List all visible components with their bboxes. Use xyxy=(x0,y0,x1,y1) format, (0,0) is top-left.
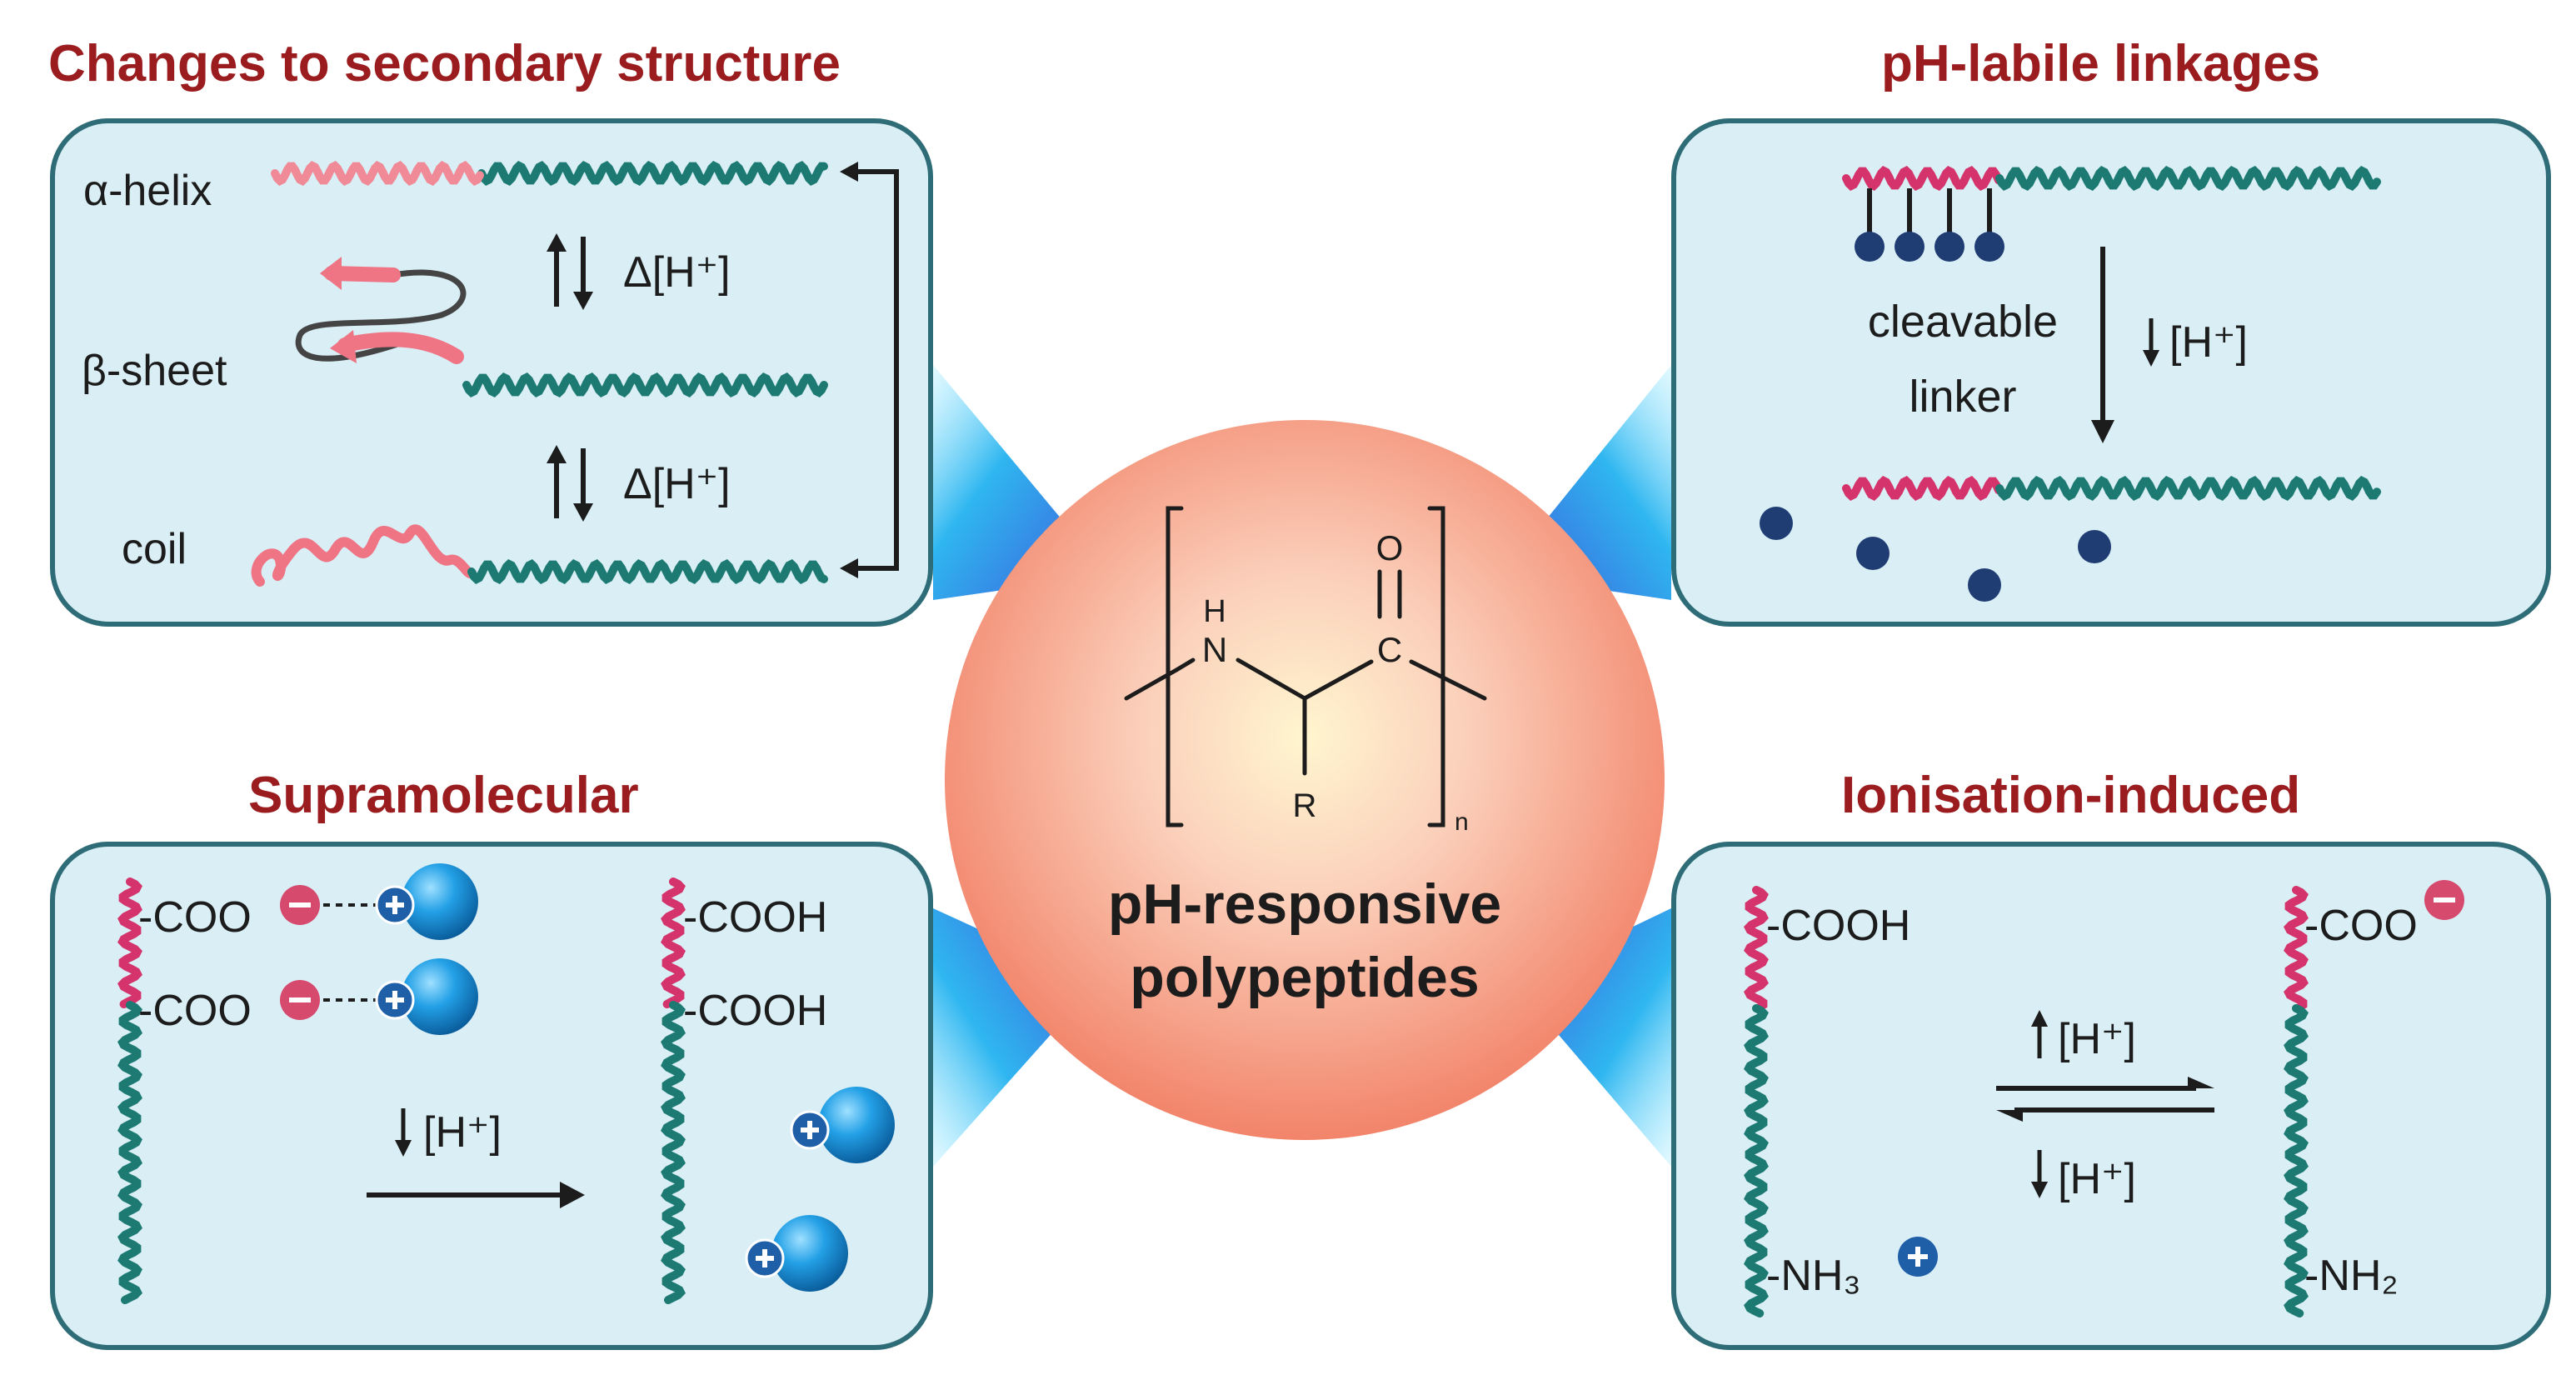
peptide-structure xyxy=(1124,506,1487,828)
alpha-helix-label: α-helix xyxy=(83,167,212,215)
panel-secondary-structure xyxy=(50,118,933,627)
ion-chain-right-pink xyxy=(2284,886,2309,1012)
cycle-bracket xyxy=(853,169,899,571)
panel-ionisation xyxy=(1671,842,2551,1350)
atom-o: O xyxy=(1376,528,1404,568)
free-cation-2 xyxy=(745,1215,848,1292)
atom-r: R xyxy=(1293,788,1317,824)
protonated-chain-teal xyxy=(661,1001,686,1304)
beta-sheet-label: β-sheet xyxy=(82,347,227,395)
center-label-line1: pH-responsive xyxy=(1108,872,1501,936)
center-sphere xyxy=(945,420,1665,1140)
ion-chain-left-teal xyxy=(1744,1004,1769,1318)
carboxylate-label-1: -COO xyxy=(138,893,252,942)
atom-n: N xyxy=(1202,630,1227,669)
atom-c: C xyxy=(1377,630,1402,669)
released-payloads xyxy=(1760,507,2111,602)
negative-charge-coo xyxy=(2424,880,2464,920)
protonated-chain-pink xyxy=(661,878,686,1008)
negative-charge-1 xyxy=(280,885,320,925)
carboxylate-label-2: -COO xyxy=(138,987,252,1035)
down-arrow-ion xyxy=(2031,1150,2048,1198)
title-supramolecular: Supramolecular xyxy=(248,767,639,824)
beta-strand-lower xyxy=(337,332,464,364)
equilibrium-arrows-2 xyxy=(547,445,593,522)
title-ionisation: Ionisation-induced xyxy=(1841,767,2301,824)
trigger-label-ion-down: [H⁺] xyxy=(2058,1155,2136,1203)
supra-chain-teal xyxy=(117,1001,142,1304)
cleavable-label-line1: cleavable xyxy=(1868,297,2058,347)
down-arrow-supra xyxy=(395,1108,412,1157)
beta-sheet-chain xyxy=(462,372,828,398)
ion-nh2-label: -NH₂ xyxy=(2304,1252,2399,1300)
labile-polymer-pink xyxy=(1842,166,2003,191)
beta-strand-upper-arrow xyxy=(320,257,342,290)
cleavage-arrow-head xyxy=(2091,420,2114,443)
reaction-arrow-supra-head xyxy=(560,1182,585,1208)
alpha-helix-chain xyxy=(477,161,828,186)
equilibrium-arrow-ion xyxy=(1996,1077,2214,1122)
ion-chain-left-pink xyxy=(1744,886,1769,1012)
positive-charge-nh3 xyxy=(1898,1237,1938,1277)
trigger-label-2: Δ[H⁺] xyxy=(623,460,731,508)
alpha-helix-pink-segment xyxy=(271,161,484,186)
center-label-line2: polypeptides xyxy=(1130,946,1479,1009)
cleavable-label-line2: linker xyxy=(1909,372,2016,422)
cleaved-polymer-pink xyxy=(1842,476,2003,501)
atom-h: H xyxy=(1203,594,1226,629)
title-secondary-structure: Changes to secondary structure xyxy=(48,35,841,92)
ion-chain-right-teal xyxy=(2284,1004,2309,1318)
panel-ph-labile xyxy=(1671,118,2551,627)
beta-sheet-loop xyxy=(295,269,467,362)
cation-2 xyxy=(375,958,478,1035)
ion-cooh-label: -COOH xyxy=(1766,902,1910,950)
negative-charge-2 xyxy=(280,980,320,1020)
beta-strand-upper xyxy=(324,266,401,282)
ion-nh3-label: -NH₃ xyxy=(1766,1252,1861,1300)
beta-strand-lower-arrow xyxy=(330,330,357,363)
cation-1 xyxy=(375,863,478,940)
cycle-arrow-bottom xyxy=(840,558,858,578)
trigger-label-ion-up: [H⁺] xyxy=(2058,1015,2136,1063)
supra-chain-pink xyxy=(117,878,142,1008)
carboxylic-acid-label-1: -COOH xyxy=(683,893,827,942)
attached-payloads xyxy=(1855,232,2004,262)
title-ph-labile: pH-labile linkages xyxy=(1881,35,2321,92)
carboxylic-acid-label-2: -COOH xyxy=(683,987,827,1035)
labile-polymer-teal xyxy=(1995,166,2381,191)
random-coil xyxy=(251,524,477,587)
coil-chain xyxy=(467,559,828,584)
cleaved-polymer-teal xyxy=(1995,476,2381,501)
cycle-arrow-top xyxy=(840,162,858,182)
down-arrow-labile xyxy=(2143,318,2159,367)
ion-coo-label: -COO xyxy=(2304,902,2418,950)
free-cation-1 xyxy=(790,1087,895,1163)
equilibrium-arrows-1 xyxy=(547,233,593,310)
coil-label: coil xyxy=(122,525,187,573)
repeat-subscript: n xyxy=(1455,808,1469,836)
trigger-label-labile: [H⁺] xyxy=(2169,318,2248,367)
up-arrow-ion xyxy=(2031,1010,2048,1058)
linker-sticks xyxy=(1867,188,1992,238)
trigger-label-1: Δ[H⁺] xyxy=(623,248,731,297)
trigger-label-supra: [H⁺] xyxy=(423,1108,502,1157)
